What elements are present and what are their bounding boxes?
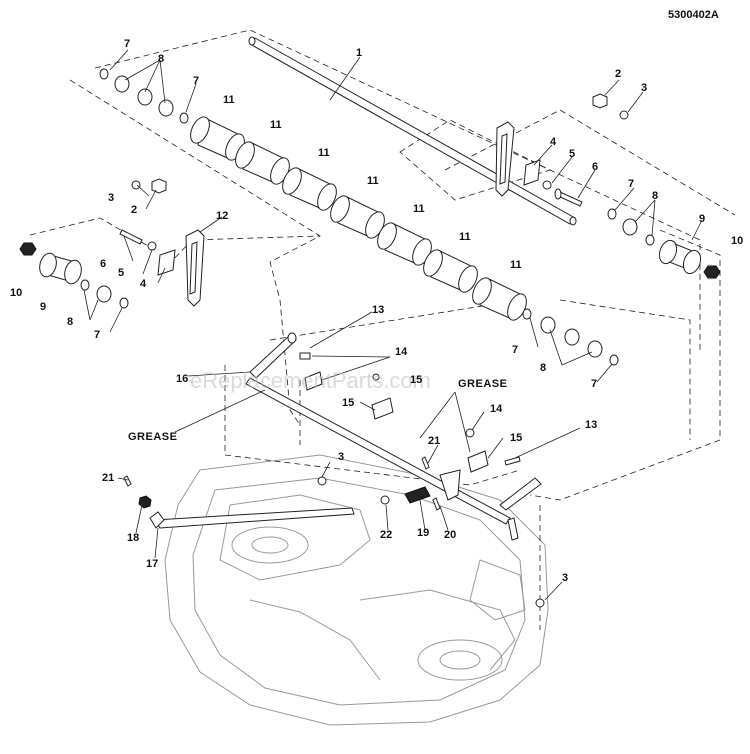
callout-3: 3 [338, 451, 344, 463]
callout-10: 10 [731, 235, 743, 247]
callout-14: 14 [490, 403, 503, 415]
callout-17: 17 [146, 558, 158, 570]
assembly-guide-lines [29, 29, 736, 630]
callout-15: 15 [410, 374, 422, 386]
callout-9: 9 [40, 301, 46, 313]
callout-11: 11 [367, 175, 379, 187]
roller-shaft [248, 36, 577, 226]
callout-11: 11 [413, 203, 425, 215]
roller [377, 222, 432, 266]
callout-5: 5 [569, 148, 575, 160]
bearing-stack-lower-right [522, 308, 619, 366]
callout-15: 15 [510, 432, 522, 444]
part-callouts: 1 7 8 7 11 11 11 11 11 11 11 2 3 4 5 6 7… [10, 38, 743, 584]
bearing-stack-upper-left [99, 68, 189, 124]
callout-3: 3 [562, 572, 568, 584]
callout-3: 3 [641, 82, 647, 94]
callout-5: 5 [118, 267, 124, 279]
callout-11: 11 [223, 94, 235, 106]
roller [330, 195, 385, 239]
callout-12: 12 [216, 210, 228, 222]
callout-3: 3 [108, 192, 114, 204]
grease-note-upper: GREASE [458, 378, 507, 390]
callout-6: 6 [592, 161, 598, 173]
leader-lines [83, 49, 702, 601]
callout-10: 10 [10, 287, 22, 299]
callout-2: 2 [131, 204, 137, 216]
document-number: 5300402A [668, 9, 719, 21]
callout-8: 8 [158, 53, 164, 65]
lift-linkage [245, 332, 542, 541]
callout-4: 4 [550, 136, 557, 148]
bearing-stack-left [19, 242, 129, 309]
callout-1: 1 [356, 47, 362, 59]
callout-20: 20 [444, 529, 456, 541]
callout-6: 6 [100, 258, 106, 270]
callout-11: 11 [270, 119, 282, 131]
callout-11: 11 [459, 231, 471, 243]
roller [472, 277, 527, 321]
roller [235, 141, 290, 185]
callout-7: 7 [628, 178, 634, 190]
roller [282, 167, 337, 211]
callout-7: 7 [512, 344, 518, 356]
watermark: eReplacementParts.com [190, 368, 431, 393]
callout-8: 8 [67, 316, 73, 328]
callout-11: 11 [318, 147, 330, 159]
roller-set [190, 116, 527, 321]
callout-19: 19 [417, 527, 429, 539]
callout-8: 8 [652, 190, 658, 202]
callout-9: 9 [699, 213, 705, 225]
callout-15: 15 [342, 397, 354, 409]
callout-2: 2 [615, 68, 621, 80]
callout-4: 4 [140, 278, 147, 290]
callout-21: 21 [102, 472, 114, 484]
callout-22: 22 [380, 529, 392, 541]
callout-7: 7 [94, 329, 100, 341]
grease-note-left: GREASE [128, 431, 177, 443]
mower-deck [164, 454, 549, 726]
grease-line [123, 475, 441, 529]
callout-18: 18 [127, 532, 139, 544]
callout-14: 14 [395, 346, 408, 358]
roller [423, 249, 478, 293]
callout-8: 8 [540, 362, 546, 374]
callout-16: 16 [176, 373, 188, 385]
callout-7: 7 [193, 75, 199, 87]
height-brackets [157, 121, 541, 307]
callout-21: 21 [428, 435, 440, 447]
bearing-stack-right [607, 208, 721, 279]
callout-7: 7 [591, 378, 597, 390]
callout-7: 7 [124, 38, 130, 50]
callout-11: 11 [510, 259, 522, 271]
callout-13: 13 [372, 304, 384, 316]
callout-13: 13 [585, 419, 597, 431]
